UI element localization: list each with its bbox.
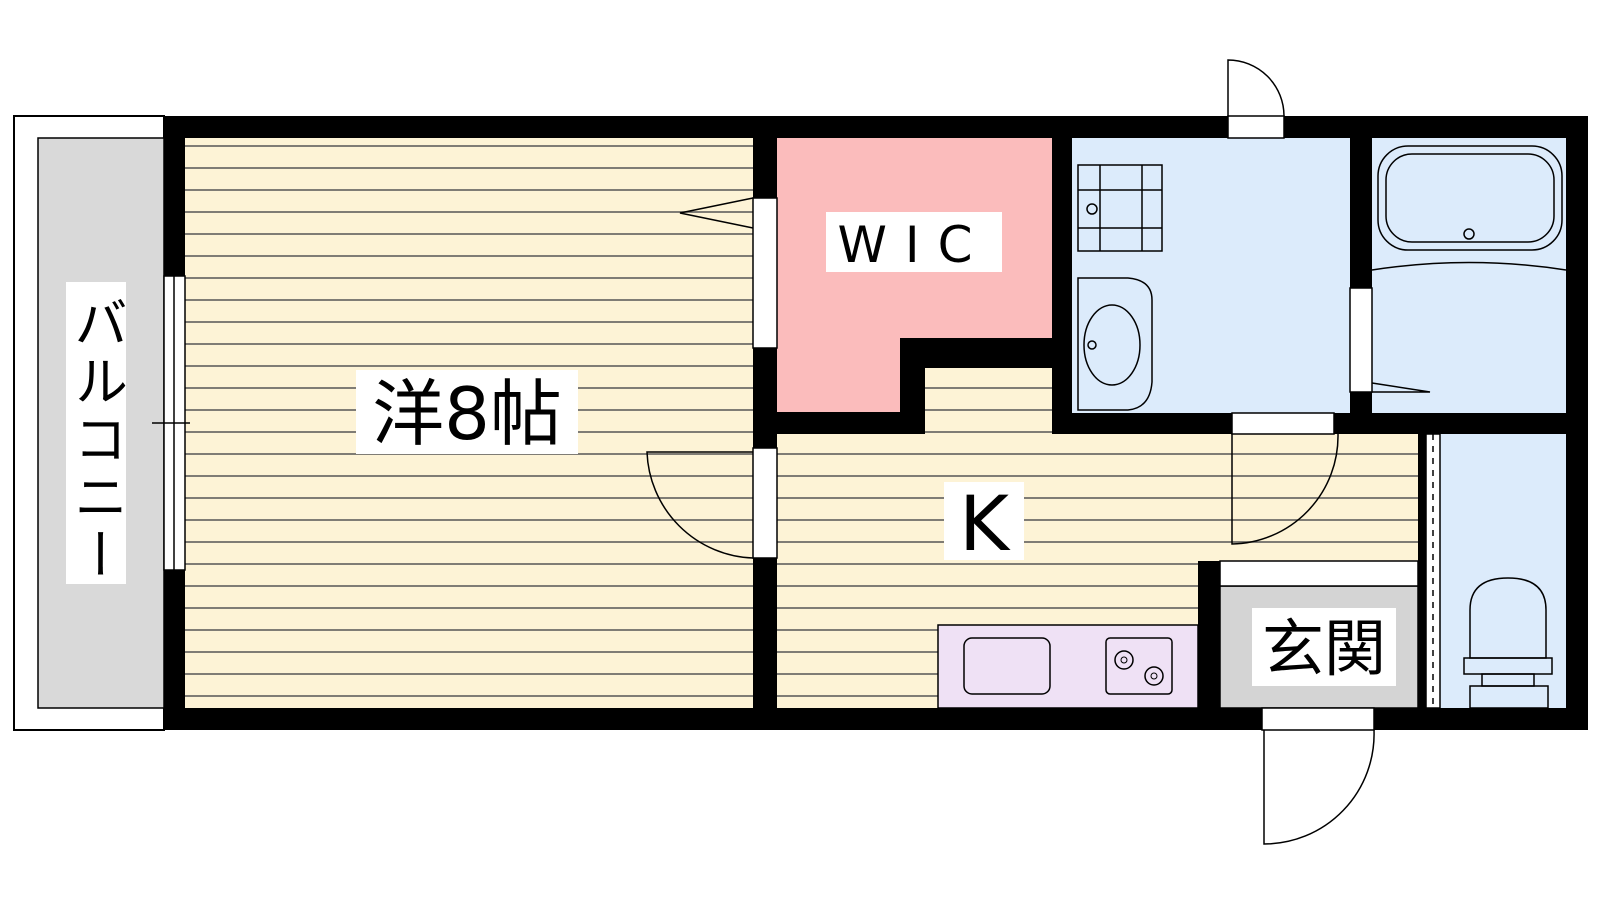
balcony	[13, 115, 165, 731]
washbasin-icon	[1077, 277, 1153, 411]
washroom-floor	[1072, 138, 1350, 413]
sink-icon	[963, 637, 1051, 695]
wic-label: WIC	[837, 216, 990, 274]
balcony-window	[152, 275, 190, 571]
toilet-floor	[1440, 434, 1566, 708]
bathroom-floor	[1372, 138, 1566, 413]
kitchen-counter	[937, 624, 1199, 709]
bathtub-icon	[1371, 145, 1567, 271]
balcony-label: バルコニー	[65, 295, 128, 585]
doors	[646, 59, 1441, 845]
stove-icon	[1105, 637, 1173, 695]
washing-machine-icon	[1077, 164, 1163, 252]
entrance-step	[1219, 560, 1419, 587]
kitchen-label: K	[959, 479, 1011, 568]
western-room-label: 洋8帖	[372, 372, 562, 456]
toilet-icon	[1463, 577, 1553, 709]
entrance-label: 玄関	[1262, 612, 1386, 685]
kitchen-floor	[777, 368, 1420, 708]
wic-floor	[777, 138, 1052, 412]
